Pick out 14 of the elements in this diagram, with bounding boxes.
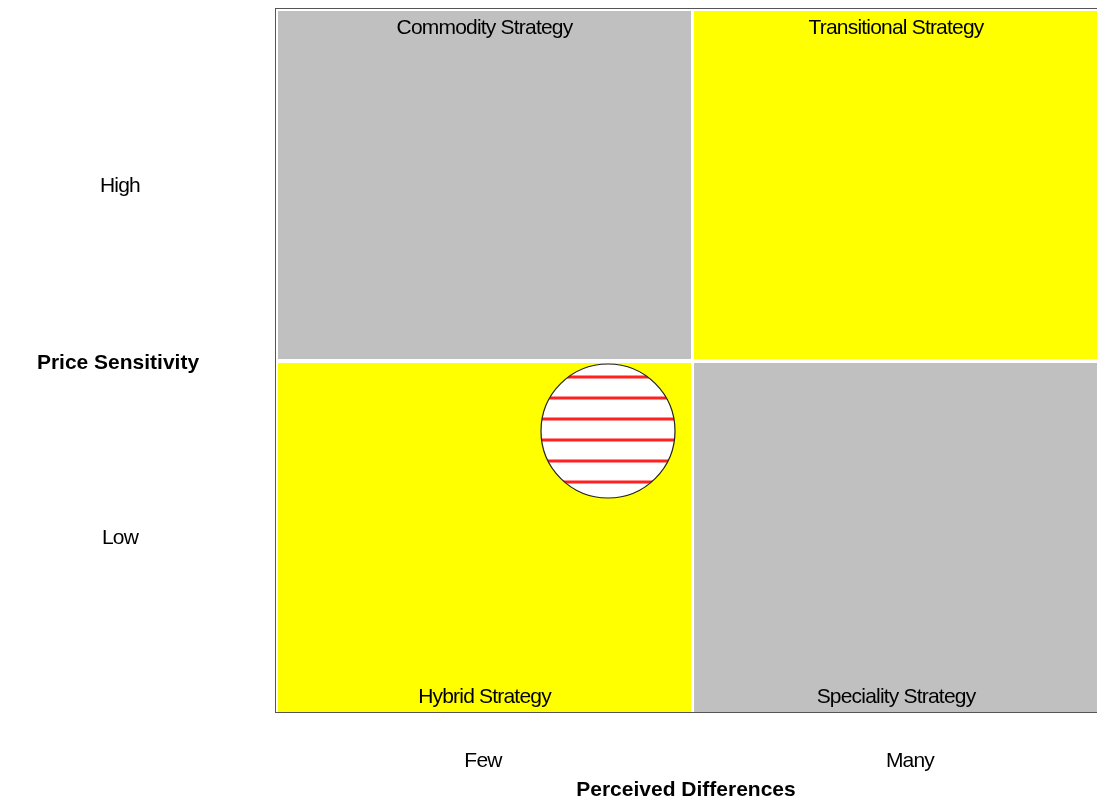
axis-title: Perceived Differences [576, 777, 796, 801]
axis-label: High [100, 173, 140, 197]
quadrant-panel [694, 11, 1097, 359]
quadrant-title: Commodity Strategy [396, 14, 573, 40]
quadrant-panel [278, 11, 691, 359]
quadrant-title: Hybrid Strategy [418, 683, 551, 709]
quadrant-title: Speciality Strategy [816, 683, 976, 709]
quadrant-title: Transitional Strategy [808, 14, 984, 40]
axis-title: Price Sensitivity [36, 350, 200, 374]
quadrant-panel [278, 363, 691, 712]
axis-label: Low [101, 525, 139, 549]
quadrant-panel [694, 363, 1097, 712]
axis-label: Few [464, 748, 502, 772]
axis-label: Many [885, 748, 935, 772]
